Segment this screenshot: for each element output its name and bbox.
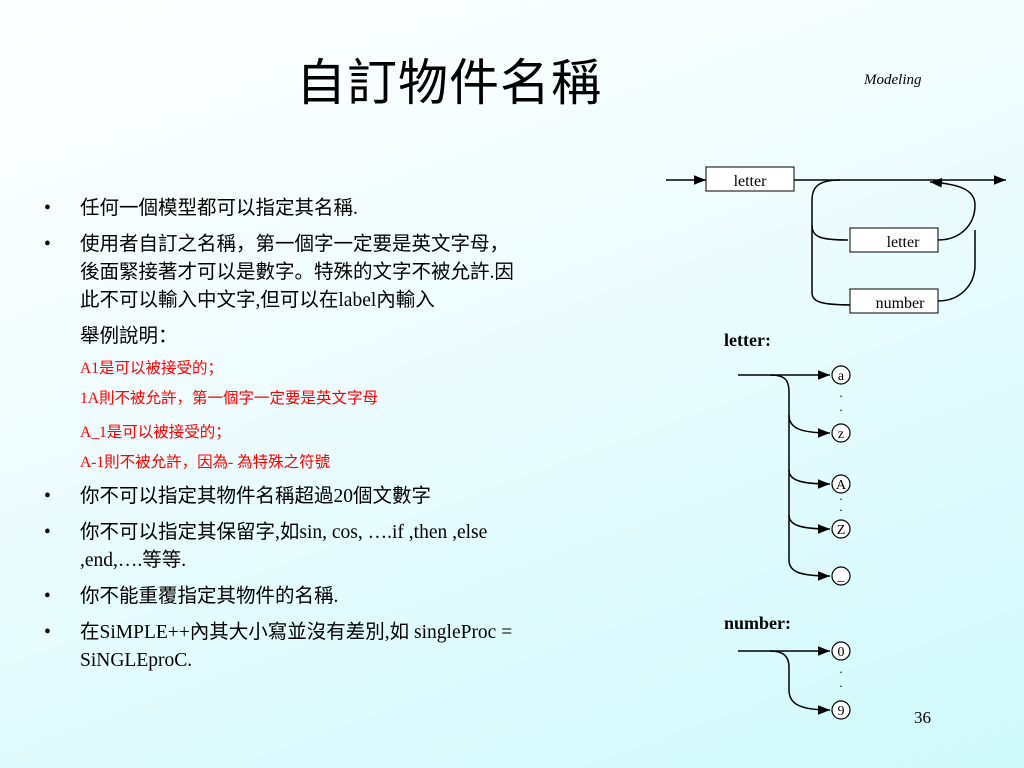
ellipsis-dot: . xyxy=(839,499,842,514)
letter-definition: letter: a . . z A . . Z _ xyxy=(724,330,851,586)
bullet-marker: • xyxy=(44,234,51,255)
loop-number-box-label: number xyxy=(876,295,926,312)
bullet-item: • 你不能重覆指定其物件的名稱. xyxy=(44,583,656,611)
bullet-text: 此不可以輸入中文字,但可以在label內輸入 xyxy=(80,290,435,311)
option-label-0: 0 xyxy=(838,645,845,660)
ellipsis-dot: . xyxy=(839,488,842,503)
page-number: 36 xyxy=(914,708,931,727)
bullet-text: 後面緊接著才可以是數字。特殊的文字不被允許.因 xyxy=(80,262,514,283)
branch-arrow xyxy=(788,514,831,534)
option-label-underscore: _ xyxy=(837,569,846,584)
option-circle-Z xyxy=(831,519,851,539)
bullet-text: 你不可以指定其保留字,如sin, cos, ….if ,then ,else xyxy=(80,522,488,543)
bullet-marker: • xyxy=(44,198,51,219)
option-label-a: a xyxy=(838,369,845,384)
option-circle-9 xyxy=(831,700,851,720)
bullet-marker: • xyxy=(44,522,51,543)
header-tag: Modeling xyxy=(864,72,922,88)
letter-box-label: letter xyxy=(734,173,768,190)
bullet-marker: • xyxy=(44,622,51,643)
bullet-text: 在SiMPLE++內其大小寫並沒有差別,如 singleProc = xyxy=(80,622,513,643)
branch-arrow xyxy=(788,414,831,438)
option-label-Z: Z xyxy=(837,523,846,538)
option-label-A: A xyxy=(836,478,847,493)
option-circle-A xyxy=(831,474,851,494)
bullet-item: • 你不可以指定其保留字,如sin, cos, ….if ,then ,else,… xyxy=(44,519,656,575)
bullet-text: ,end,….等等. xyxy=(80,550,187,571)
ellipsis-dot: . xyxy=(839,661,842,676)
example-valid-a_1: A_1是可以被接受的； xyxy=(80,424,231,441)
example-invalid-a-1: A-1則不被允許，因為- 為特殊之符號 xyxy=(80,454,331,471)
loop-letter-box xyxy=(849,227,939,253)
example-invalid-1a: 1A則不被允許，第一個字一定要是英文字母 xyxy=(80,390,378,407)
letter-heading: letter: xyxy=(724,330,771,350)
option-circle-z xyxy=(831,423,851,443)
bullet-item: • 使用者自訂之名稱，第一個字一定要是英文字母， 後面緊接著才可以是數字。特殊的文字… xyxy=(44,231,656,315)
loop-return-path xyxy=(929,178,976,241)
option-label-z: z xyxy=(838,427,844,442)
bullet-text: 你不能重覆指定其物件的名稱. xyxy=(80,586,339,607)
bullet-text: 你不可以指定其物件名稱超過20個文數字 xyxy=(80,486,432,507)
bullet-marker: • xyxy=(44,486,51,507)
number-definition: number: 0 . . 9 xyxy=(724,613,851,720)
branch-arrow xyxy=(788,469,831,489)
loop-return-path xyxy=(937,230,976,302)
bullet-text: SiNGLEproC. xyxy=(80,650,193,671)
option-circle-a xyxy=(831,365,851,385)
loop-letter-box-label: letter xyxy=(887,234,921,251)
bullet-marker: • xyxy=(44,586,51,607)
ellipsis-dot: . xyxy=(839,385,842,400)
branch-arrow xyxy=(788,689,831,715)
page-title: 自訂物件名稱 xyxy=(296,54,602,112)
ellipsis-dot: . xyxy=(839,399,842,414)
ellipsis-dot: . xyxy=(839,675,842,690)
letter-box xyxy=(705,166,795,192)
number-heading: number: xyxy=(724,613,791,633)
bullet-item: • 在SiMPLE++內其大小寫並沒有差別,如 singleProc = SiNGL… xyxy=(44,619,656,675)
identifier-syntax: letter letter number xyxy=(666,166,1006,314)
bullet-list: • 任何一個模型都可以指定其名稱. • 使用者自訂之名稱，第一個字一定要是英文字母，… xyxy=(44,195,656,675)
branch-arrow xyxy=(788,559,831,581)
branch-trunk xyxy=(769,374,790,560)
loop-branch-path xyxy=(811,224,849,241)
loop-left-path xyxy=(811,179,856,306)
option-circle-0 xyxy=(831,641,851,661)
option-label-9: 9 xyxy=(838,704,845,719)
bullet-item: • 你不可以指定其物件名稱超過20個文數字 xyxy=(44,483,656,511)
branch-trunk xyxy=(769,650,790,690)
example-valid-a1: A1是可以被接受的； xyxy=(80,360,223,377)
bullet-item: • 任何一個模型都可以指定其名稱. xyxy=(44,195,656,223)
bullet-text: 任何一個模型都可以指定其名稱. xyxy=(80,198,358,219)
bullet-text: 使用者自訂之名稱，第一個字一定要是英文字母， xyxy=(80,234,510,255)
example-heading: 舉例說明： xyxy=(80,326,178,347)
option-circle-underscore xyxy=(831,566,851,586)
